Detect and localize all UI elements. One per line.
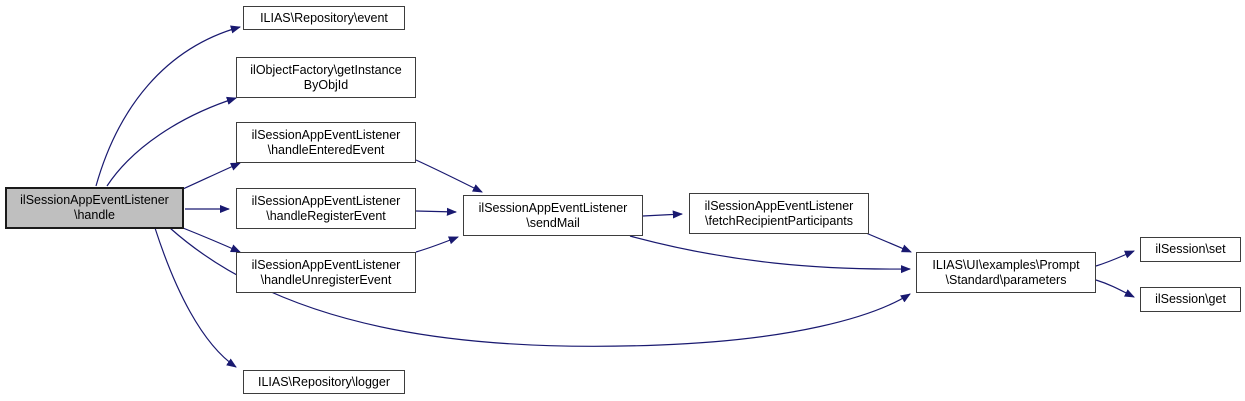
node-parameters-line2: \Standard\parameters — [945, 272, 1067, 287]
edge-handle-to-handleentered — [182, 162, 241, 190]
node-handle-register-event[interactable]: ilSessionAppEventListener \handleRegiste… — [236, 188, 416, 229]
edge-parameters-to-set — [1095, 250, 1135, 267]
edge-handle-to-logger — [154, 227, 237, 368]
edge-handleregister-to-sendmail — [415, 207, 458, 216]
node-handle: ilSessionAppEventListener \handle — [5, 187, 184, 229]
node-handle-line1: ilSessionAppEventListener — [20, 193, 169, 207]
edge-handle-to-event — [95, 25, 241, 187]
node-repository-logger-line1: ILIAS\Repository\logger — [257, 374, 390, 389]
node-fetch-recipient-participants[interactable]: ilSessionAppEventListener \fetchRecipien… — [689, 193, 869, 234]
node-send-mail-line1: ilSessionAppEventListener — [478, 200, 628, 215]
node-repository-event[interactable]: ILIAS\Repository\event — [243, 6, 405, 30]
node-prompt-standard-parameters[interactable]: ILIAS\UI\examples\Prompt \Standard\param… — [916, 252, 1096, 293]
edge-handle-to-handleunregister — [182, 227, 241, 253]
node-handle-entered-line2: \handleEnteredEvent — [267, 142, 385, 157]
node-handle-unregister-line2: \handleUnregisterEvent — [260, 272, 392, 287]
edge-handle-to-getinstance — [106, 96, 237, 187]
node-session-get[interactable]: ilSession\get — [1140, 287, 1241, 312]
edge-handleentered-to-sendmail — [415, 159, 483, 193]
node-session-set[interactable]: ilSession\set — [1140, 237, 1241, 262]
node-repository-logger[interactable]: ILIAS\Repository\logger — [243, 370, 405, 394]
node-handle-entered-line1: ilSessionAppEventListener — [251, 127, 401, 142]
node-send-mail[interactable]: ilSessionAppEventListener \sendMail — [463, 195, 643, 236]
node-session-get-line1: ilSession\get — [1155, 292, 1226, 306]
edge-parameters-to-get — [1095, 279, 1135, 298]
edge-handle-to-parameters — [169, 227, 911, 347]
node-get-instance-by-obj-id[interactable]: ilObjectFactory\getInstance ByObjId — [236, 57, 416, 98]
node-handle-entered-event[interactable]: ilSessionAppEventListener \handleEntered… — [236, 122, 416, 163]
node-handle-line2: \handle — [73, 208, 115, 222]
node-get-instance-line2: ByObjId — [303, 77, 349, 92]
node-handle-register-line2: \handleRegisterEvent — [266, 208, 386, 223]
node-parameters-line1: ILIAS\UI\examples\Prompt — [932, 257, 1080, 272]
edge-sendmail-to-parameters — [629, 235, 912, 274]
node-handle-unregister-line1: ilSessionAppEventListener — [251, 257, 401, 272]
node-fetch-recipients-line1: ilSessionAppEventListener — [704, 198, 854, 213]
node-handle-register-line1: ilSessionAppEventListener — [251, 193, 401, 208]
node-repository-event-line1: ILIAS\Repository\event — [260, 10, 388, 25]
node-send-mail-line2: \sendMail — [526, 215, 580, 230]
edge-fetchrecipients-to-parameters — [865, 232, 912, 253]
node-get-instance-line1: ilObjectFactory\getInstance — [250, 62, 402, 77]
edge-sendmail-to-fetchrecipients — [642, 210, 684, 219]
node-session-set-line1: ilSession\set — [1155, 242, 1226, 256]
node-handle-unregister-event[interactable]: ilSessionAppEventListener \handleUnregis… — [236, 252, 416, 293]
edge-handleunregister-to-sendmail — [415, 236, 459, 253]
node-fetch-recipients-line2: \fetchRecipientParticipants — [705, 213, 853, 228]
